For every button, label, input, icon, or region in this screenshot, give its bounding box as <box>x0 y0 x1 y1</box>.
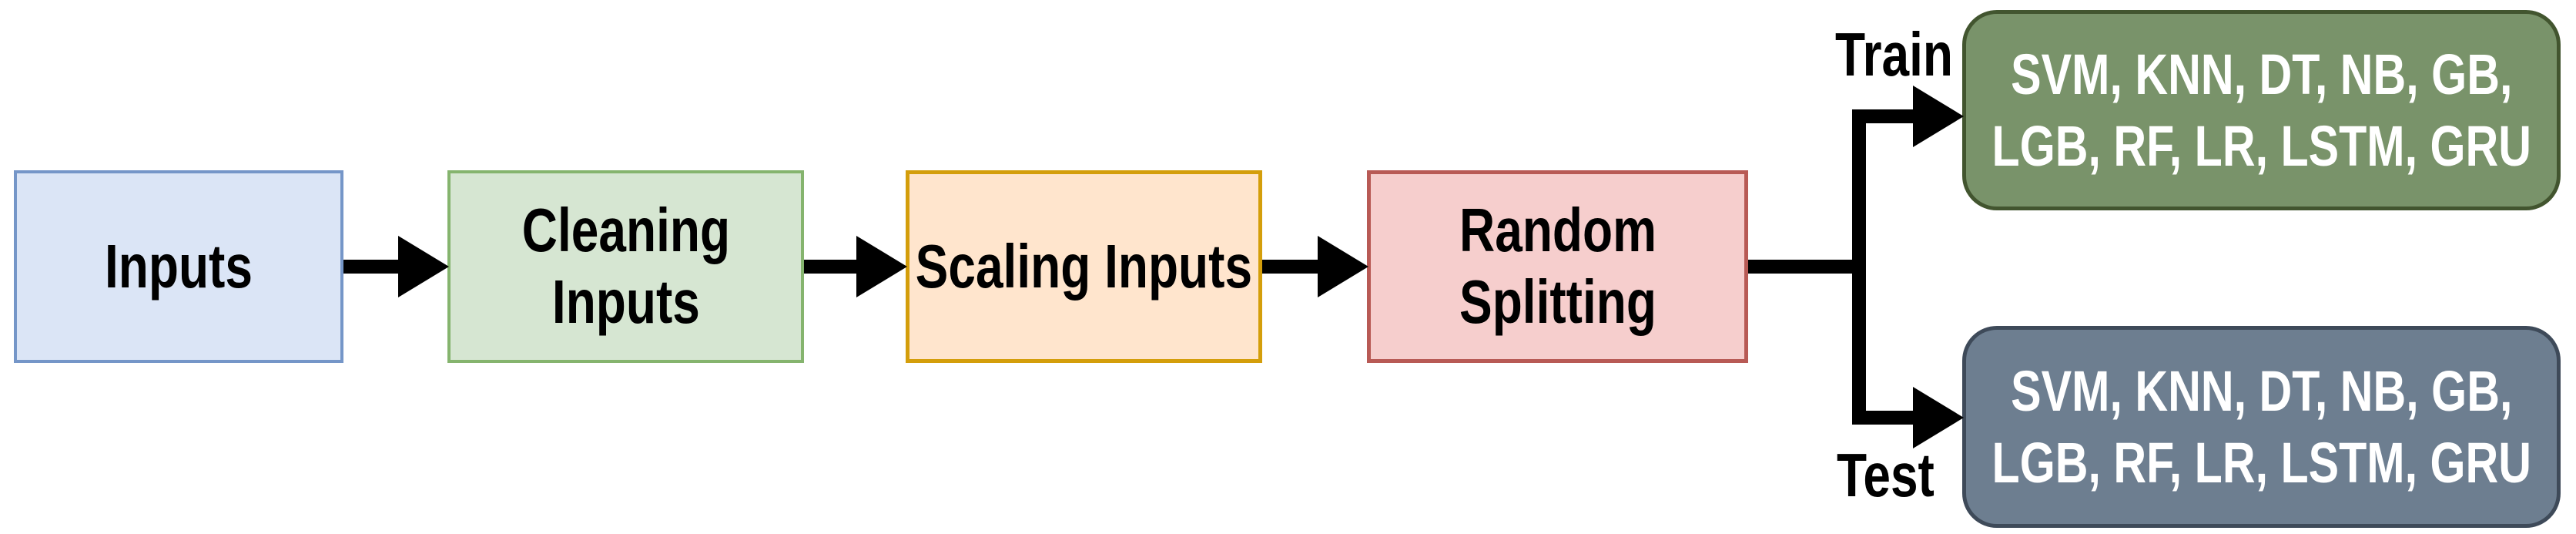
arrow-cleaning-to-scaling-shaft <box>804 260 861 274</box>
node-cleaning-inputs-label-line: Cleaning <box>521 196 730 265</box>
arrow-scaling-to-random-head-icon <box>1318 236 1368 297</box>
node-test-models-label-line: SVM, KNN, DT, NB, GB, <box>2010 358 2513 423</box>
train-edge-label: Train <box>1835 20 1953 89</box>
node-train-models-label-line: LGB, RF, LR, LSTM, GRU <box>1991 114 2531 178</box>
node-test-models-label: SVM, KNN, DT, NB, GB, LGB, RF, LR, LSTM,… <box>1991 355 2531 499</box>
node-random-splitting: Random Splitting <box>1367 170 1748 363</box>
node-scaling-inputs-label-line: Scaling Inputs <box>915 231 1253 301</box>
arrow-inputs-to-cleaning-head-icon <box>398 236 449 297</box>
branch-vertical-line <box>1852 109 1866 425</box>
arrow-test-head-icon <box>1913 387 1964 448</box>
branch-junction-line <box>1748 260 1866 274</box>
node-cleaning-inputs-label-line: Inputs <box>551 267 700 336</box>
node-test-models: SVM, KNN, DT, NB, GB, LGB, RF, LR, LSTM,… <box>1962 326 2561 528</box>
node-random-splitting-label-line: Random <box>1459 196 1656 265</box>
node-cleaning-inputs-label: Cleaning Inputs <box>521 195 729 338</box>
arrow-scaling-to-random-shaft <box>1262 260 1322 274</box>
node-test-models-label-line: LGB, RF, LR, LSTM, GRU <box>1991 431 2531 495</box>
arrow-train-head-icon <box>1913 86 1964 147</box>
node-random-splitting-label-line: Splitting <box>1459 267 1656 336</box>
node-train-models-label: SVM, KNN, DT, NB, GB, LGB, RF, LR, LSTM,… <box>1991 39 2531 182</box>
node-random-splitting-label: Random Splitting <box>1459 195 1656 338</box>
node-scaling-inputs-label: Scaling Inputs <box>916 231 1252 303</box>
arrow-inputs-to-cleaning-shaft <box>343 260 402 274</box>
node-train-models: SVM, KNN, DT, NB, GB, LGB, RF, LR, LSTM,… <box>1962 10 2561 210</box>
node-inputs-label-line: Inputs <box>105 231 253 301</box>
arrow-cleaning-to-scaling-head-icon <box>856 236 907 297</box>
node-cleaning-inputs: Cleaning Inputs <box>447 170 804 363</box>
node-inputs: Inputs <box>14 170 343 363</box>
node-inputs-label: Inputs <box>105 231 253 303</box>
test-edge-label: Test <box>1837 441 1935 509</box>
arrow-test-shaft <box>1852 411 1918 425</box>
node-scaling-inputs: Scaling Inputs <box>906 170 1262 363</box>
node-train-models-label-line: SVM, KNN, DT, NB, GB, <box>2010 42 2513 106</box>
arrow-train-shaft <box>1852 109 1918 123</box>
